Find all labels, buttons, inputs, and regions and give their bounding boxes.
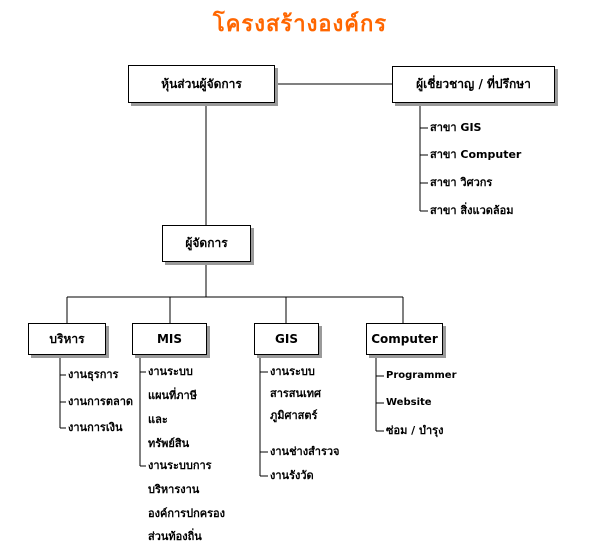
dept-mis-item: บริหารงาน [148, 483, 200, 496]
partners-box: หุ้นส่วนผู้จัดการ [128, 65, 275, 103]
dept-mis-item: ทรัพย์สิน [148, 437, 190, 450]
dept-mis-item: แผนที่ภาษี [148, 389, 197, 402]
dept-mis-item: ส่วนท้องถิ่น [148, 530, 202, 543]
dept-mis-item: องค์การปกครอง [148, 507, 225, 520]
dept-gis-item: งานระบบ [270, 365, 315, 378]
dept-mis-item: งานระบบ [148, 365, 193, 378]
dept-gis-item: สารสนเทศ [270, 387, 322, 400]
dept-gis-item: งานช่างสำรวจ [270, 445, 340, 458]
dept-gis-box: GIS [254, 323, 319, 355]
dept-computer-box: Computer [366, 323, 443, 355]
advisor-item: สาขา วิศวกร [430, 176, 493, 189]
advisors-box: ผู้เชี่ยวชาญ / ที่ปรึกษา [392, 66, 555, 103]
manager-box: ผู้จัดการ [162, 225, 251, 262]
dept-mis-item: และ [148, 413, 168, 426]
dept-admin-item: งานการตลาด [68, 395, 134, 408]
dept-computer-item: Programmer [386, 370, 457, 381]
advisor-item: สาขา สิ่งแวดล้อม [430, 204, 514, 217]
dept-gis-item: งานรังวัด [270, 469, 314, 482]
dept-admin-item: งานการเงิน [68, 421, 123, 434]
advisor-item: สาขา GIS [430, 121, 482, 134]
dept-computer-item: ซ่อม / บำรุง [386, 424, 444, 437]
dept-mis-box: MIS [132, 323, 207, 355]
dept-admin-box: บริหาร [28, 323, 106, 355]
chart-title: โครงสร้างองค์กร [212, 12, 388, 37]
dept-admin-item: งานธุรการ [68, 368, 119, 381]
dept-computer-item: Website [386, 397, 432, 408]
advisor-item: สาขา Computer [430, 148, 522, 161]
dept-mis-item: งานระบบการ [148, 459, 212, 472]
dept-gis-item: ภูมิศาสตร์ [270, 409, 318, 422]
